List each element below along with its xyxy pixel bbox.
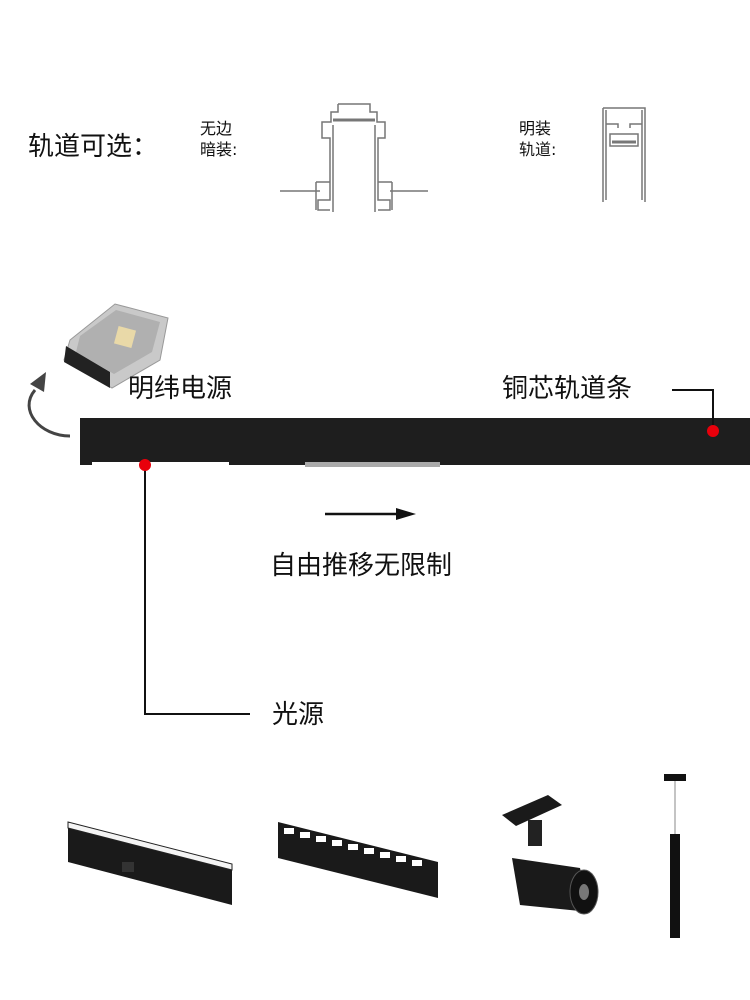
diagram-shape	[670, 834, 680, 938]
diagram-shape	[579, 884, 589, 900]
diagram-shape	[606, 123, 642, 128]
diagram-shape	[113, 325, 137, 349]
diagram-shape	[664, 774, 686, 781]
track-leader-line	[672, 389, 714, 430]
move-arrow-icon	[396, 508, 416, 520]
diagram-shape	[284, 828, 294, 834]
diagram-shape	[315, 181, 393, 210]
track-marker-dot	[707, 425, 719, 437]
power-supply-image	[63, 303, 169, 389]
recessed-track-profile-icon	[280, 103, 428, 212]
recessed-track-label: 无边 暗装:	[200, 118, 260, 160]
surface-track-profile-icon	[602, 107, 646, 202]
diagram-shape	[502, 795, 562, 826]
diagram-shape	[412, 860, 422, 866]
recessed-label-line2: 暗装:	[200, 140, 238, 159]
diagram-shape	[609, 133, 639, 147]
linear-light-icon	[67, 821, 233, 905]
diagram-shape	[284, 828, 422, 866]
diagram-shape	[528, 820, 542, 846]
copper-track-bar	[80, 418, 750, 465]
pendant-light-icon	[664, 774, 686, 938]
light-strip-white	[92, 462, 229, 467]
light-source-leader-line	[144, 466, 250, 715]
diagram-shape	[605, 110, 643, 200]
surface-label-line1: 明装	[519, 119, 552, 138]
diagram-shape	[332, 840, 342, 846]
diagram-shape	[348, 844, 358, 850]
diagram-shape	[396, 856, 406, 862]
light-source-label: 光源	[272, 700, 325, 730]
surface-track-label: 明装 轨道:	[519, 118, 579, 160]
move-label: 自由推移无限制	[270, 551, 453, 581]
grille-light-icon	[278, 822, 438, 898]
track-label: 铜芯轨道条	[502, 374, 633, 404]
diagram-shape	[64, 346, 110, 388]
diagram-shape	[68, 828, 232, 905]
spotlight-icon	[502, 795, 599, 915]
diagram-shape	[122, 862, 134, 872]
diagram-shape	[364, 848, 374, 854]
rotate-arrow-icon	[27, 389, 71, 438]
light-source-marker-dot	[139, 459, 151, 471]
diagram-shape	[316, 836, 326, 842]
diagram-shape	[602, 107, 646, 202]
diagram-shape	[300, 832, 310, 838]
power-supply-label: 明纬电源	[128, 374, 233, 404]
rotate-arrow-head	[30, 372, 46, 392]
diagram-shape	[332, 125, 376, 212]
diagram-shape	[67, 821, 233, 871]
recessed-label-line1: 无边	[200, 119, 233, 138]
light-strip-grille	[305, 462, 440, 467]
track-options-title: 轨道可选：	[28, 132, 159, 162]
diagram-shape	[380, 852, 390, 858]
surface-label-line2: 轨道:	[519, 140, 557, 159]
diagram-shape	[317, 103, 391, 211]
